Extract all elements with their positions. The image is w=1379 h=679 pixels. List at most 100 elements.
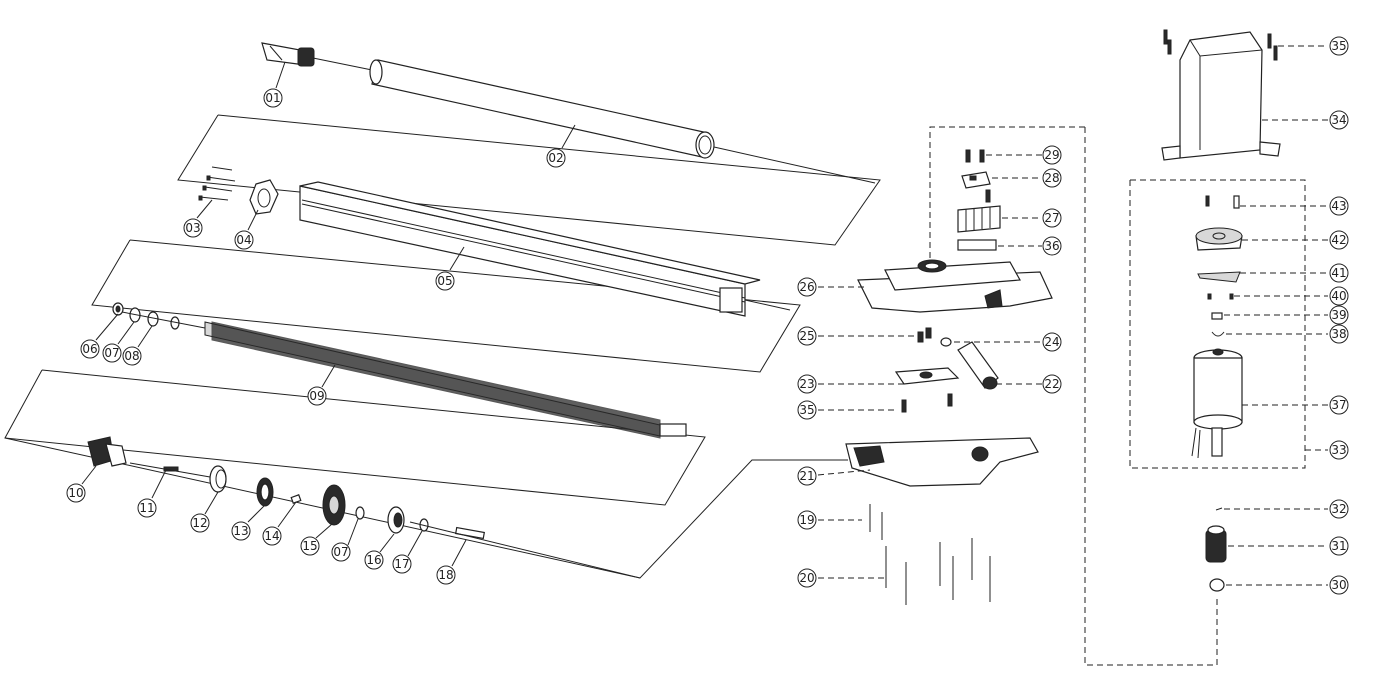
callout-43: 43 (1329, 196, 1349, 216)
part-25-screws (917, 327, 932, 343)
svg-text:14: 14 (264, 529, 279, 543)
svg-text:13: 13 (233, 524, 248, 538)
svg-text:20: 20 (799, 571, 814, 585)
callout-16: 16 (364, 550, 384, 570)
svg-text:09: 09 (309, 389, 324, 403)
assembly-outline-tube (177, 114, 881, 246)
svg-text:29: 29 (1044, 148, 1059, 162)
svg-text:08: 08 (124, 349, 139, 363)
callout-28: 28 (1042, 168, 1062, 188)
callout-42: 42 (1329, 230, 1349, 250)
callout-10: 10 (66, 483, 86, 503)
callout-26: 26 (797, 277, 817, 297)
svg-text:07: 07 (333, 545, 348, 559)
svg-text:15: 15 (302, 539, 317, 553)
part-42-cap (1195, 227, 1243, 251)
svg-text:23: 23 (799, 377, 814, 391)
svg-text:19: 19 (799, 513, 814, 527)
svg-text:21: 21 (799, 469, 814, 483)
callout-35-top: 35 (1329, 36, 1349, 56)
callout-27: 27 (1042, 208, 1062, 228)
callout-32: 32 (1329, 499, 1349, 519)
svg-text:25: 25 (799, 329, 814, 343)
part-32-pin (1215, 507, 1223, 511)
callout-39: 39 (1329, 305, 1349, 325)
svg-text:26: 26 (799, 280, 814, 294)
svg-text:34: 34 (1331, 113, 1346, 127)
callout-09: 09 (307, 386, 327, 406)
callout-14: 14 (262, 526, 282, 546)
callout-01: 01 (263, 88, 283, 108)
part-02-outer-tube (369, 59, 876, 184)
part-26-base-housing (857, 259, 1053, 313)
part-05-profile-housing (299, 181, 791, 317)
callout-17: 17 (392, 554, 412, 574)
part-28-clamp (961, 171, 991, 189)
callout-23: 23 (797, 374, 817, 394)
callout-13: 13 (231, 521, 251, 541)
part-38-clip (1211, 331, 1225, 337)
part-09-lead-screw (204, 321, 687, 439)
part-36-connector (957, 239, 997, 251)
callout-03: 03 (183, 218, 203, 238)
part-43-screws (1205, 195, 1240, 209)
part-31-spring-gear (1205, 525, 1227, 563)
callout-36: 36 (1042, 236, 1062, 256)
svg-text:41: 41 (1331, 266, 1346, 280)
callout-05: 05 (435, 271, 455, 291)
callout-25: 25 (797, 326, 817, 346)
part-30-washer (1209, 578, 1225, 592)
part-24-nut (940, 337, 952, 347)
part-40-screws (1207, 293, 1234, 300)
svg-text:02: 02 (548, 151, 563, 165)
svg-text:32: 32 (1331, 502, 1346, 516)
part-01-end-fitting (261, 42, 373, 71)
callout-02: 02 (546, 148, 566, 168)
part-16-bearing (387, 506, 405, 534)
svg-text:33: 33 (1331, 443, 1346, 457)
svg-text:36: 36 (1044, 239, 1059, 253)
callout-24: 24 (1042, 332, 1062, 352)
part-10-threaded-nut (87, 436, 127, 467)
part-20-screws-long (885, 538, 991, 605)
callout-19: 19 (797, 510, 817, 530)
part-34-cover (1161, 31, 1281, 161)
svg-text:22: 22 (1044, 377, 1059, 391)
svg-text:31: 31 (1331, 539, 1346, 553)
callout-04: 04 (234, 230, 254, 250)
svg-text:01: 01 (265, 91, 280, 105)
callout-08: 08 (122, 346, 142, 366)
svg-text:04: 04 (236, 233, 251, 247)
callout-40: 40 (1329, 286, 1349, 306)
callout-34: 34 (1329, 110, 1349, 130)
callout-41: 41 (1329, 263, 1349, 283)
callout-06: 06 (80, 339, 100, 359)
part-12-bushing (209, 465, 227, 493)
svg-text:39: 39 (1331, 308, 1346, 322)
part-35-screws-mid (901, 393, 953, 413)
leader-lines (81, 45, 1328, 586)
svg-text:28: 28 (1044, 171, 1059, 185)
part-29-screws (965, 149, 985, 163)
svg-text:06: 06 (82, 342, 97, 356)
svg-text:42: 42 (1331, 233, 1346, 247)
part-15-gear (322, 484, 346, 526)
svg-text:12: 12 (192, 516, 207, 530)
svg-text:16: 16 (366, 553, 381, 567)
callout-35-mid: 35 (797, 400, 817, 420)
part-39-pin (1211, 312, 1223, 320)
svg-text:30: 30 (1331, 578, 1346, 592)
callout-30: 30 (1329, 575, 1349, 595)
svg-text:07: 07 (104, 346, 119, 360)
callout-11: 11 (137, 498, 157, 518)
svg-text:40: 40 (1331, 289, 1346, 303)
part-13-bearing (256, 477, 274, 507)
svg-text:43: 43 (1331, 199, 1346, 213)
part-06-08-washers (112, 302, 206, 330)
callout-12: 12 (190, 513, 210, 533)
svg-text:35: 35 (799, 403, 814, 417)
part-41-plate (1197, 271, 1241, 283)
callout-20: 20 (797, 568, 817, 588)
part-23-bracket (894, 367, 960, 385)
